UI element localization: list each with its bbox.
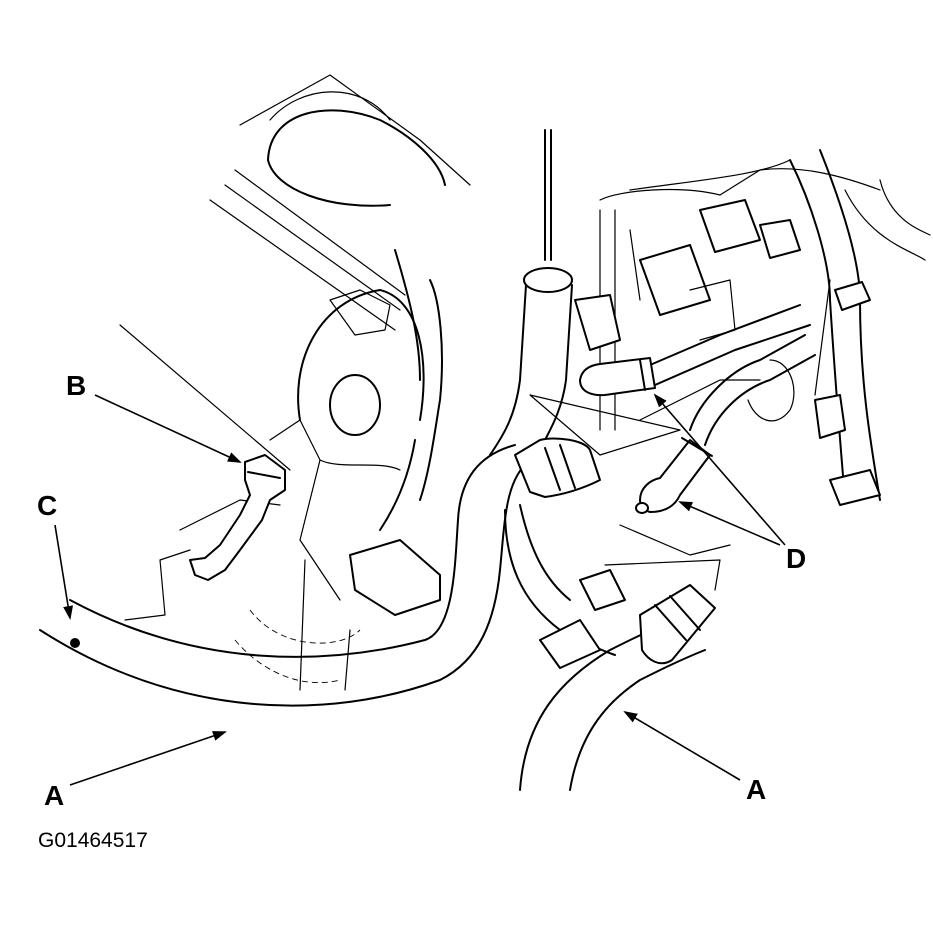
- engine-block-outline: [124, 74, 471, 691]
- hose-a-left: [39, 437, 601, 707]
- arrow-d-lower: [678, 501, 781, 546]
- callout-label-c: C: [37, 490, 58, 521]
- callout-label-a-left: A: [44, 780, 65, 811]
- bracket-b: [189, 454, 286, 581]
- background-tubes-right: [574, 149, 931, 506]
- arrow-a-left: [69, 731, 227, 786]
- arrow-d-upper: [653, 393, 786, 546]
- callout-arrows: [54, 393, 786, 786]
- connector-center: [349, 249, 443, 616]
- callout-label-d: D: [786, 543, 807, 574]
- point-c-dot: [70, 638, 80, 648]
- small-hoses-d: [579, 304, 816, 514]
- reference-line-b: [119, 324, 291, 471]
- arrow-a-right: [623, 710, 741, 781]
- figure-id: G01464517: [38, 829, 148, 852]
- callout-label-a-right: A: [746, 774, 767, 805]
- hose-a-right: [504, 504, 721, 791]
- callout-label-b: B: [66, 370, 87, 401]
- arrow-b: [94, 394, 242, 463]
- dipstick: [489, 129, 573, 456]
- arrow-c: [54, 524, 74, 620]
- leader-lines-d: [529, 394, 731, 556]
